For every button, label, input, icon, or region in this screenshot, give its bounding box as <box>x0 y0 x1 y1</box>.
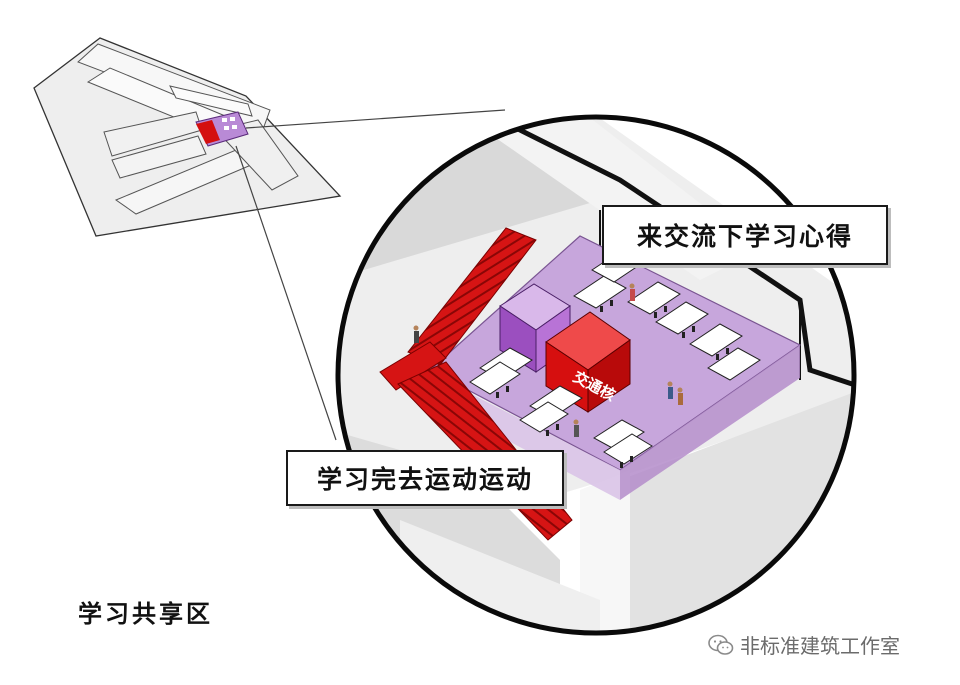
key-map-building <box>33 37 342 237</box>
key-map-highlight <box>195 111 249 147</box>
callout-bottom: 学习完去运动运动 <box>286 450 564 506</box>
callout-top: 来交流下学习心得 <box>602 205 888 265</box>
zone-title: 学习共享区 <box>78 600 213 628</box>
magnified-view <box>338 117 854 633</box>
watermark-text: 非标准建筑工作室 <box>740 634 900 658</box>
chair-group <box>496 300 729 468</box>
wechat-icon <box>708 634 734 655</box>
magnifier-circle <box>335 114 857 636</box>
watermark: 非标准建筑工作室 <box>708 630 900 659</box>
zoom-connector-lines <box>235 109 506 441</box>
people-figures <box>413 283 683 437</box>
stair-landing <box>379 341 447 391</box>
